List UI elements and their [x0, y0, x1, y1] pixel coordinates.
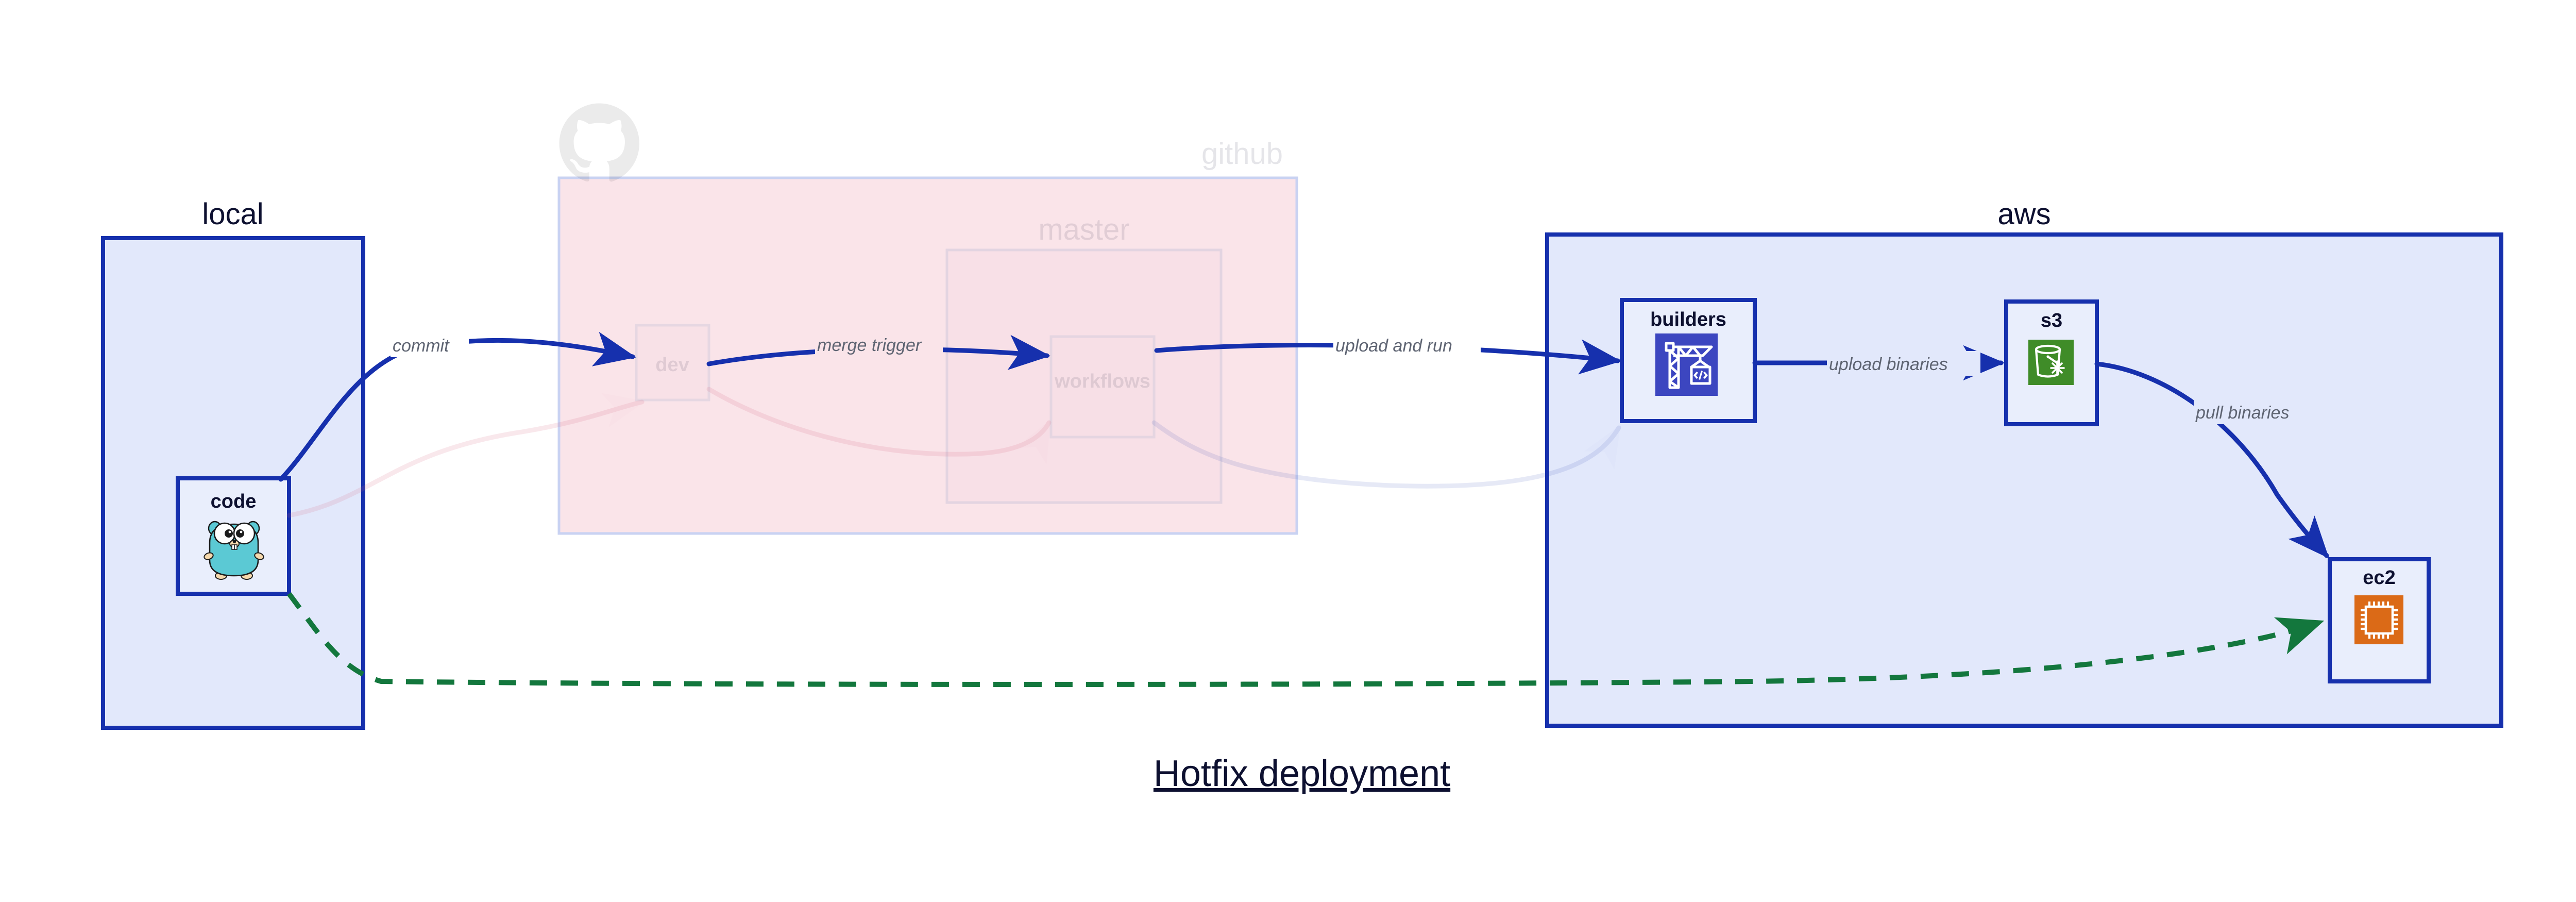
ghost-edges	[286, 387, 1621, 518]
ec2-node-label: ec2	[2363, 567, 2395, 589]
s3-node-label: s3	[2041, 310, 2062, 331]
diagram-title: Hotfix deployment	[1154, 753, 1450, 794]
code-node-label: code	[211, 491, 257, 512]
edge-hotfix-deployment	[287, 592, 2325, 687]
group-aws[interactable]: aws builders	[1545, 197, 2503, 728]
builders-node-label: builders	[1650, 309, 1726, 330]
github-group-label: github	[1201, 137, 1283, 171]
edge-label-upload-binaries-group: upload binaries	[1827, 351, 1980, 376]
workflows-node-label: workflows	[1054, 371, 1150, 392]
edge-label-merge-trigger: merge trigger	[817, 336, 922, 355]
group-github[interactable]: github master dev workflows	[557, 103, 1298, 535]
dev-node-label: dev	[655, 354, 689, 376]
edge-label-commit: commit	[393, 336, 450, 356]
aws-codebuild-crane-icon	[1655, 333, 1718, 396]
edge-label-commit-group: commit	[391, 332, 469, 357]
local-group-label: local	[202, 197, 263, 231]
edge-label-merge-trigger-group: merge trigger	[815, 332, 943, 357]
aws-ec2-chip-icon	[2354, 595, 2403, 644]
edge-labels: commit merge trigger upload and run uplo…	[391, 332, 2319, 424]
edge-label-pull-binaries-group: pull binaries	[2194, 399, 2319, 424]
group-local[interactable]: local code	[101, 197, 365, 730]
edge-label-upload-binaries: upload binaries	[1829, 355, 1948, 374]
node-dev[interactable]: dev	[635, 324, 710, 402]
edge-ghost-dev-workflows	[706, 387, 1052, 465]
edge-label-upload-and-run: upload and run	[1335, 336, 1452, 356]
edge-ghost-workflows-builders	[1151, 420, 1621, 489]
node-workflows[interactable]: workflows	[1049, 335, 1156, 439]
edge-label-upload-and-run-group: upload and run	[1333, 332, 1481, 357]
edge-label-pull-binaries: pull binaries	[2195, 403, 2289, 423]
github-octocat-icon	[559, 103, 639, 182]
edge-pull-binaries	[2094, 361, 2329, 559]
node-ec2[interactable]: ec2	[2328, 557, 2431, 683]
go-gopher-icon	[204, 521, 264, 580]
dev-node-box	[635, 324, 710, 402]
aws-s3-glacier-bucket-icon	[2028, 340, 2074, 385]
master-group-label: master	[1038, 213, 1129, 246]
aws-group-label: aws	[1997, 197, 2050, 231]
node-s3[interactable]: s3	[2004, 299, 2099, 426]
workflows-node-box	[1049, 335, 1156, 439]
node-builders[interactable]: builders	[1620, 298, 1757, 423]
edge-ghost-code-dev	[286, 393, 646, 518]
